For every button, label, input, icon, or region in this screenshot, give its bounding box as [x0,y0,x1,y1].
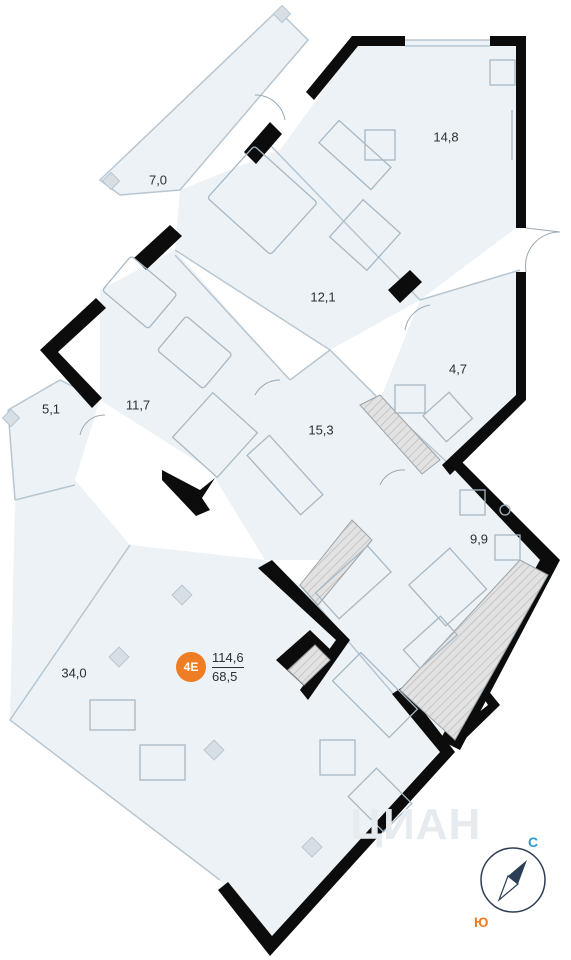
area-summary: 114,6 68,5 [212,650,244,685]
area-label-room-top-right: 14,8 [433,129,459,145]
compass-north-label: С [528,834,539,850]
area-label-balcony-left: 5,1 [41,401,61,417]
fraction-divider [212,667,244,668]
hatched-blocks [287,394,549,741]
apartment-code-badge: 4E [176,652,206,682]
area-label-hallway: 15,3 [308,422,334,438]
door-swings [79,94,561,486]
living-area: 68,5 [212,669,238,684]
area-label-bathroom: 4,7 [448,361,468,377]
compass [480,847,546,913]
compass-south-label: Ю [474,914,489,930]
area-label-living-room: 34,0 [61,665,87,681]
furniture [89,59,521,833]
area-label-bedroom-master: 12,1 [310,289,336,305]
total-area: 114,6 [212,650,244,665]
area-label-balcony-top: 7,0 [148,172,168,188]
area-label-kitchen: 9,9 [469,531,489,547]
area-label-bedroom-twin: 11,7 [125,397,151,413]
watermark: ЦИАН [350,800,482,849]
decor-squares [1,4,323,858]
walls [40,36,560,956]
